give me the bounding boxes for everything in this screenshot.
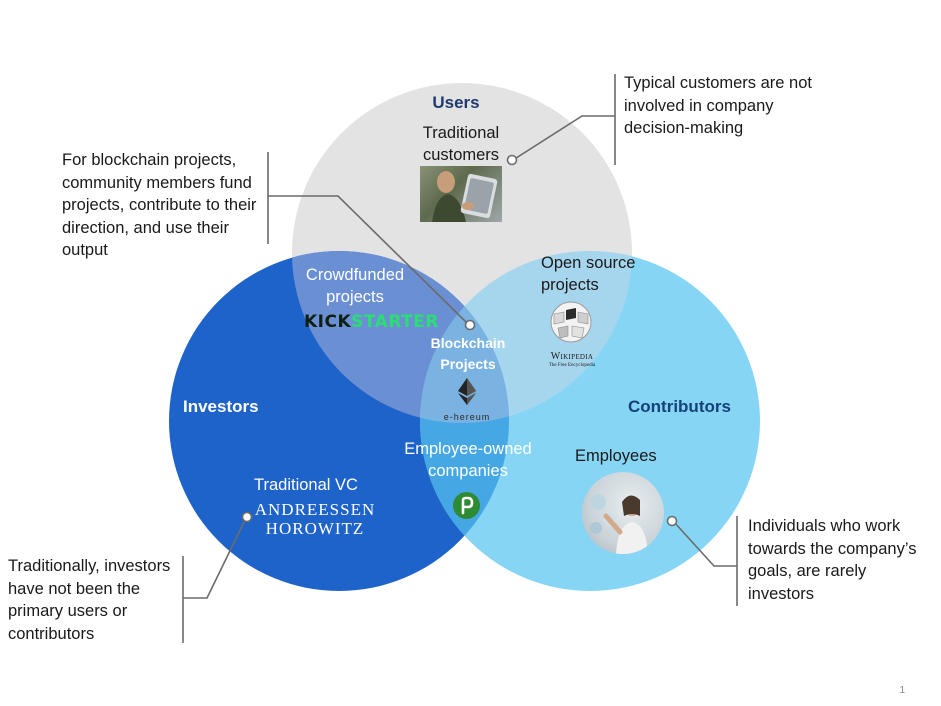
contributors-callout-line: [673, 516, 738, 606]
users-annotation: Typical customers are not involved in co…: [624, 74, 812, 137]
kickstarter-kick: KICK: [304, 312, 352, 332]
wikipedia-logo: Wikipedia The Free Encyclopedia: [540, 300, 604, 368]
wikipedia-globe-icon: [550, 301, 592, 343]
users-label: Users: [432, 93, 480, 112]
open-source-label: Open source projects: [541, 254, 636, 294]
contributors-annotation: Individuals who work towards the company…: [748, 517, 917, 603]
traditional-customers-label: Traditional customers: [422, 124, 500, 164]
page-number: 1: [899, 685, 905, 696]
contributors-label: Contributors: [628, 397, 731, 416]
employees-label: Employees: [575, 447, 657, 465]
a16z-line2: HOROWITZ: [265, 519, 365, 538]
kickstarter-logo: KICKSTARTER: [304, 312, 439, 332]
investors-callout-dot: [241, 511, 253, 523]
ethereum-diamond-icon: [458, 378, 476, 405]
employee-owned-logo: [453, 492, 480, 519]
blockchain-callout-line: [267, 152, 469, 325]
blockchain-annotation: For blockchain projects, community membe…: [62, 151, 257, 259]
contributors-callout-dot: [666, 515, 678, 527]
blockchain-label: Blockchain Projects: [430, 335, 506, 372]
wikipedia-tagline: The Free Encyclopedia: [548, 363, 596, 368]
investors-label: Investors: [183, 397, 259, 416]
users-callout-dot: [506, 154, 518, 166]
employees-photo: [582, 472, 664, 554]
investors-callout-line: [182, 517, 247, 643]
wikipedia-wordmark: Wikipedia: [550, 351, 594, 362]
crowdfunded-label: Crowdfunded projects: [305, 266, 405, 306]
employee-owned-label: Employee-owned companies: [404, 440, 532, 480]
customer-photo: [420, 166, 502, 222]
blockchain-callout-dot: [464, 319, 476, 331]
a16z-logo: ANDREESSEN HOROWITZ: [250, 500, 380, 538]
ethereum-wordmark: e-hereum: [443, 412, 491, 422]
kickstarter-starter: STARTER: [351, 312, 439, 332]
investors-annotation: Traditionally, investors have not been t…: [8, 557, 171, 643]
a16z-line1: ANDREESSEN: [254, 500, 376, 519]
users-callout-line: [512, 74, 616, 165]
p-letter-icon: [461, 496, 474, 515]
ethereum-logo: e-hereum: [432, 376, 502, 422]
traditional-vc-label: Traditional VC: [254, 476, 358, 494]
